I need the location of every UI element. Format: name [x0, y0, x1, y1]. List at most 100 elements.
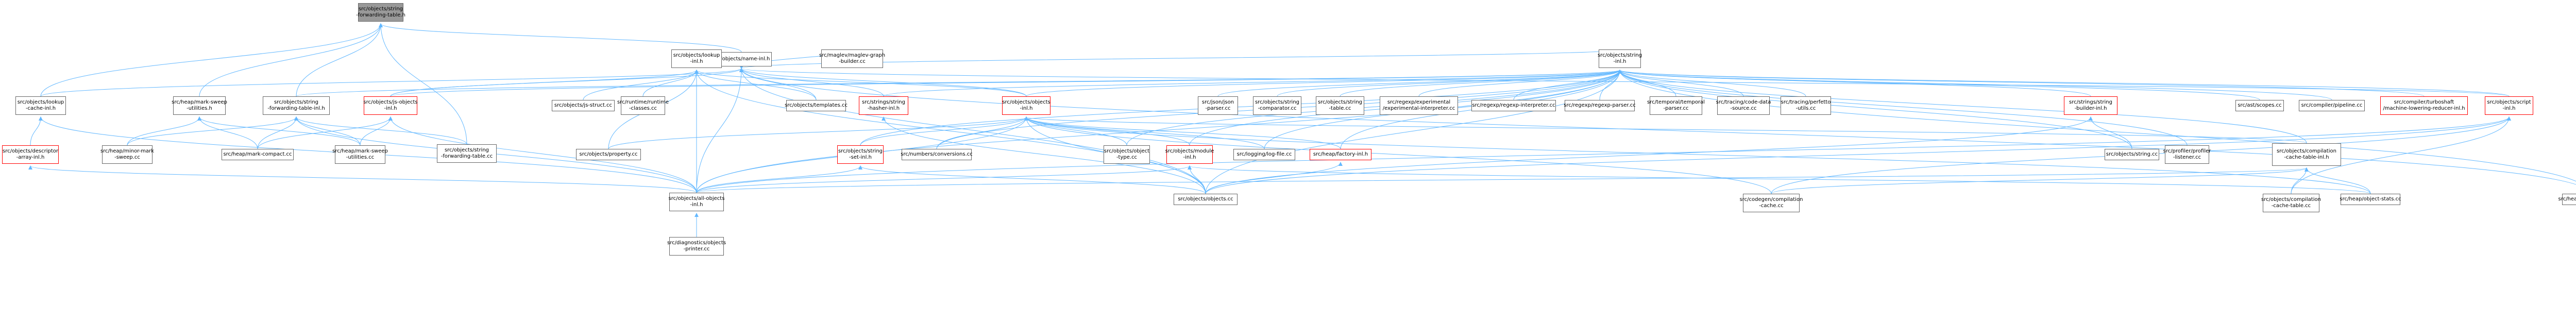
- node-property-cc[interactable]: src/objects/property.cc: [576, 149, 641, 160]
- node-string-set-inl[interactable]: src/objects/string-set-inl.h: [837, 145, 884, 164]
- node-objects-cc[interactable]: src/objects/objects.cc: [1174, 194, 1238, 205]
- node-label: src/heap/minor-mark-sweep.cc: [100, 148, 155, 160]
- edge-objects-cc-to-lookup-inl: [694, 70, 1206, 194]
- node-label: src/maglev/maglev-graph-builder.cc: [819, 53, 886, 64]
- node-compilation-cache-inl[interactable]: src/objects/compilation-cache-table-inl.…: [2272, 143, 2341, 166]
- node-label: src/objects/compilation-cache-table-inl.…: [2277, 148, 2336, 160]
- node-label: src/logging/log-file.cc: [1236, 151, 1292, 157]
- edge-script-inl-to-string-inl: [1618, 70, 2510, 97]
- edge-turboshaft-to-string-inl: [1618, 70, 2425, 97]
- node-string-inl[interactable]: src/objects/string-inl.h: [1598, 49, 1642, 68]
- node-pipeline[interactable]: src/compiler/pipeline.cc: [2299, 100, 2365, 111]
- node-label: src/objects/objects.cc: [1178, 196, 1233, 202]
- node-label: src/objects/object-type.cc: [1104, 148, 1150, 160]
- node-lookup-inl[interactable]: src/objects/lookup-inl.h: [671, 49, 722, 68]
- edge-ast-scopes-to-string-inl: [1618, 70, 2260, 100]
- edge-string-comparator-to-string-inl: [1277, 70, 1622, 97]
- edge-code-data-source-to-string-inl: [1618, 70, 1744, 97]
- edge-objects-inl-to-string-inl: [1026, 70, 1622, 97]
- edge-descriptor-array-inl-to-lookup-cache-inl: [30, 116, 43, 146]
- edge-script-inl-to-name-inl: [739, 68, 2510, 97]
- edge-mark-sweep-utilities-h-to-root: [199, 23, 383, 97]
- node-factory-inl[interactable]: src/heap/factory-inl.h: [1310, 149, 1371, 160]
- edge-compilation-cache-table-to-compilation-cache-inl: [2291, 167, 2309, 194]
- edge-string-inl-to-name-inl: [739, 49, 1620, 69]
- edge-all-objects-inl-to-string-set-inl: [696, 165, 862, 193]
- node-label: src/json/json-parser.cc: [1201, 99, 1234, 111]
- node-module-inl[interactable]: src/objects/module-inl.h: [1165, 145, 1214, 164]
- node-label: src/codegen/compilation-cache.cc: [1739, 197, 1803, 209]
- node-object-stats[interactable]: src/heap/object-stats.cc: [2340, 194, 2401, 205]
- node-lookup-cache-inl[interactable]: src/objects/lookup-cache-inl.h: [15, 96, 66, 115]
- edge-factory-base-to-string-inl: [1618, 70, 2576, 182]
- node-regexp-parser[interactable]: src/regexp/regexp-parser.cc: [1564, 100, 1636, 111]
- node-label: src/runtime/runtime-classes.cc: [617, 99, 669, 111]
- edge-mark-compact-to-sft-inl: [257, 116, 298, 149]
- node-numbers-conversions[interactable]: src/numbers/conversions.cc: [901, 149, 973, 160]
- node-label: src/heap/mark-sweep-utilities.cc: [332, 148, 388, 160]
- node-hasher-inl[interactable]: src/strings/string-hasher-inl.h: [859, 96, 908, 115]
- node-string-cc[interactable]: src/objects/string.cc: [2105, 149, 2159, 160]
- node-mark-sweep-utilities-cc[interactable]: src/heap/mark-sweep-utilities.cc: [332, 145, 388, 164]
- node-runtime-classes[interactable]: src/runtime/runtime-classes.cc: [617, 96, 669, 115]
- edge-factory-inl-to-objects-inl: [1024, 116, 1341, 149]
- node-code-data-source[interactable]: src/tracing/code-data-source.cc: [1716, 96, 1771, 115]
- node-label: src/regexp/experimental/experimental-int…: [1382, 99, 1455, 111]
- node-descriptor-array-inl[interactable]: src/objects/descriptor-array-inl.h: [2, 145, 59, 164]
- node-label: src/tracing/perfetto-utils.cc: [1781, 99, 1831, 111]
- node-mark-compact[interactable]: src/heap/mark-compact.cc: [222, 149, 294, 160]
- node-label: src/objects/string-set-inl.h: [838, 148, 883, 160]
- node-templates[interactable]: src/objects/templates.cc: [785, 100, 848, 111]
- node-turboshaft[interactable]: src/compiler/turboshaft/machine-lowering…: [2380, 96, 2468, 115]
- edge-js-objects-inl-to-string-inl: [390, 70, 1622, 97]
- node-mark-sweep-utilities-h[interactable]: src/heap/mark-sweep-utilities.h: [172, 96, 227, 115]
- node-script-inl[interactable]: src/objects/script-inl.h: [2485, 96, 2533, 115]
- node-string-comparator[interactable]: src/objects/string-comparator.cc: [1253, 96, 1301, 115]
- node-object-type[interactable]: src/objects/object-type.cc: [1104, 145, 1150, 164]
- node-label: src/objects/string-comparator.cc: [1255, 99, 1300, 111]
- edge-codegen-compilation-cache-to-compilation-cache-inl: [1771, 167, 2309, 194]
- node-label: src/objects/string-forwarding-table.h: [356, 6, 405, 18]
- edge-sft-cc-to-root: [379, 23, 467, 145]
- node-log-file[interactable]: src/logging/log-file.cc: [1233, 149, 1295, 160]
- node-temporal-parser[interactable]: src/temporal/temporal-parser.cc: [1647, 96, 1705, 115]
- edge-numbers-conversions-to-objects-inl: [936, 116, 1028, 149]
- node-label: src/objects/string-table.cc: [1317, 99, 1363, 111]
- edge-js-objects-inl-to-lookup-inl: [390, 70, 699, 97]
- node-label: src/objects/string-forwarding-table.cc: [440, 147, 493, 159]
- node-root[interactable]: src/objects/string-forwarding-table.h: [356, 3, 405, 22]
- node-objects-inl[interactable]: src/objects/objects-inl.h: [1002, 96, 1050, 115]
- node-sft-cc[interactable]: src/objects/string-forwarding-table.cc: [437, 144, 497, 163]
- node-label: src/regexp/regexp-parser.cc: [1564, 103, 1636, 108]
- node-minor-mark-sweep[interactable]: src/heap/minor-mark-sweep.cc: [100, 145, 155, 164]
- node-compilation-cache-table[interactable]: src/objects/compilation-cache-table.cc: [2261, 194, 2321, 212]
- node-ast-scopes[interactable]: src/ast/scopes.cc: [2235, 100, 2284, 111]
- node-maglev-graph-builder[interactable]: src/maglev/maglev-graph-builder.cc: [819, 49, 886, 68]
- node-factory-base[interactable]: src/heap/factory-base.cc: [2558, 194, 2576, 205]
- node-label: src/objects/script-inl.h: [2487, 99, 2531, 111]
- node-profiler-listener[interactable]: src/profiler/profiler-listener.cc: [2163, 145, 2211, 164]
- node-label: src/heap/mark-compact.cc: [223, 151, 292, 157]
- node-objects-printer[interactable]: src/diagnostics/objects-printer.cc: [667, 237, 726, 256]
- node-label: src/tracing/code-data-source.cc: [1716, 99, 1771, 111]
- node-js-struct[interactable]: src/objects/js-struct.cc: [552, 100, 615, 111]
- node-string-builder-inl[interactable]: src/strings/string-builder-inl.h: [2064, 96, 2117, 115]
- edge-objects-cc-to-hasher-inl: [882, 116, 1206, 194]
- node-json-parser[interactable]: src/json/json-parser.cc: [1198, 96, 1238, 115]
- node-label: src/objects/js-objects-inl.h: [363, 99, 418, 111]
- node-experimental-interpreter[interactable]: src/regexp/experimental/experimental-int…: [1380, 96, 1458, 115]
- node-regexp-interpreter[interactable]: src/regexp/regexp-interpreter.cc: [1471, 100, 1556, 111]
- edge-objects-cc-to-string-set-inl: [858, 165, 1206, 194]
- node-string-table[interactable]: src/objects/string-table.cc: [1316, 96, 1364, 115]
- node-js-objects-inl[interactable]: src/objects/js-objects-inl.h: [363, 96, 418, 115]
- node-codegen-compilation-cache[interactable]: src/codegen/compilation-cache.cc: [1739, 194, 1803, 212]
- edge-perfetto-utils-to-string-inl: [1618, 70, 1806, 97]
- node-all-objects-inl[interactable]: src/objects/all-objects-inl.h: [669, 193, 724, 211]
- node-perfetto-utils[interactable]: src/tracing/perfetto-utils.cc: [1781, 96, 1831, 115]
- edge-mark-compact-to-mark-sweep-utilities-h: [197, 116, 258, 149]
- edge-minor-mark-sweep-to-sft-inl: [127, 116, 298, 146]
- node-sft-inl[interactable]: src/objects/string-forwarding-table-inl.…: [263, 96, 330, 115]
- edge-minor-mark-sweep-to-mark-sweep-utilities-h: [127, 116, 201, 146]
